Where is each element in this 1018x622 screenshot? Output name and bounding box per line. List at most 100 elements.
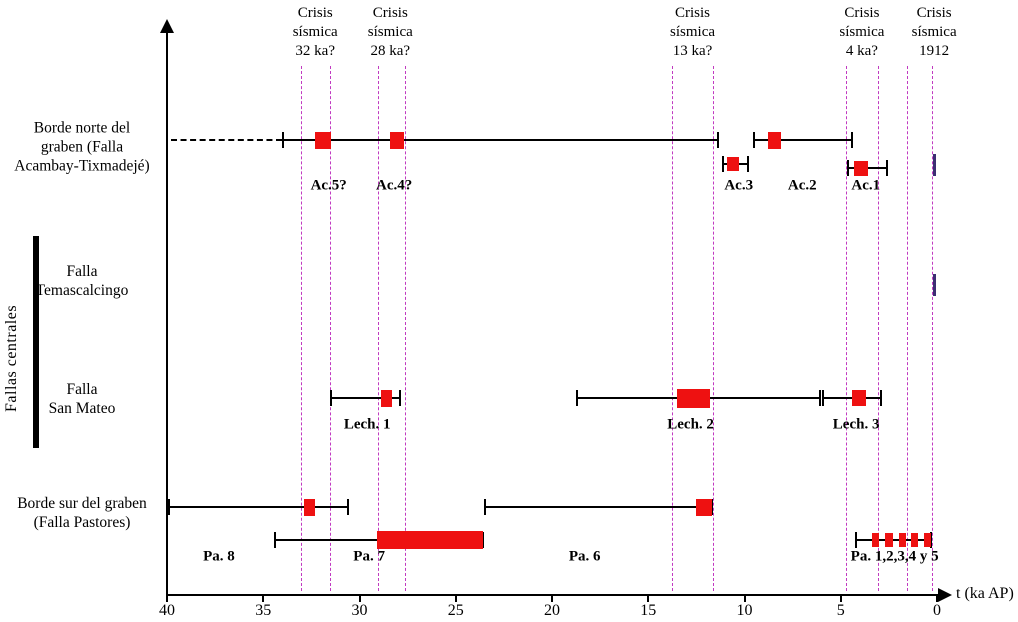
x-axis-tick-label: 15 <box>640 602 657 619</box>
bar-cap <box>273 532 276 548</box>
bar-cap <box>851 132 854 148</box>
event-box-1912 <box>933 154 937 176</box>
x-axis-tick <box>262 596 265 602</box>
crisis-dashed-line <box>672 66 674 591</box>
bar-cap <box>716 132 719 148</box>
central-faults-group-label: Fallas centrales <box>3 304 20 412</box>
uncertainty-bar <box>168 506 348 508</box>
x-axis-arrow-icon <box>938 588 952 602</box>
event-label: Ac.5? <box>310 177 347 194</box>
event-box-pa8 <box>303 498 316 516</box>
event-box-pa2 <box>911 533 918 547</box>
bar-cap <box>930 532 933 548</box>
bar-cap <box>329 390 332 406</box>
crisis-dashed-line <box>907 66 909 591</box>
x-axis-tick <box>936 596 938 602</box>
event-box-ac1 <box>854 160 868 176</box>
bar-cap <box>818 390 821 406</box>
bar-cap <box>722 156 725 172</box>
crisis-dashed-line <box>845 66 847 591</box>
bar-cap <box>481 532 484 548</box>
y-axis-line <box>166 32 168 596</box>
event-box-lech2 <box>677 388 710 408</box>
bar-cap <box>483 499 486 515</box>
uncertainty-bar <box>484 506 712 508</box>
bar-cap <box>398 390 401 406</box>
bar-cap <box>710 499 713 515</box>
event-label: Lech. 3 <box>832 416 880 433</box>
bar-cap <box>281 132 284 148</box>
uncertainty-bar <box>170 139 283 141</box>
event-box-ac4 <box>390 131 404 149</box>
crisis-dashed-line <box>878 66 880 591</box>
bar-cap <box>346 499 349 515</box>
event-label: Pa. 7 <box>353 548 385 565</box>
x-axis-tick <box>166 596 168 602</box>
central-faults-group-bar <box>33 236 39 448</box>
event-label: Pa. 8 <box>203 548 235 565</box>
bar-cap <box>747 156 750 172</box>
event-box-pa7 <box>376 531 483 549</box>
event-label: Lech. 2 <box>667 416 714 433</box>
event-box-pa3 <box>898 533 907 547</box>
x-axis-tick-label: 25 <box>447 602 464 619</box>
event-label: Ac.1 <box>851 177 881 194</box>
crisis-dashed-line <box>712 66 714 591</box>
bar-cap <box>847 160 850 176</box>
event-box-lech1 <box>380 389 393 407</box>
event-box-pa5 <box>871 533 880 547</box>
event-label: Ac.4? <box>376 177 413 194</box>
event-box-pa6 <box>696 498 712 516</box>
x-axis-tick-label: 0 <box>933 602 941 619</box>
x-axis-tick <box>358 596 361 602</box>
x-axis-tick <box>551 596 553 602</box>
crisis-dashed-line <box>932 66 934 591</box>
uncertainty-bar <box>754 139 853 141</box>
x-axis-tick <box>839 596 842 602</box>
event-box-lech3 <box>852 390 866 406</box>
x-axis-tick <box>454 596 457 602</box>
event-box-pa1 <box>923 533 932 547</box>
bar-cap <box>753 132 756 148</box>
event-label: Ac.3 <box>724 177 754 194</box>
y-axis-arrow-icon <box>160 19 174 33</box>
bar-cap <box>822 390 825 406</box>
uncertainty-bar <box>282 139 718 141</box>
x-axis-tick-label: 40 <box>159 602 175 619</box>
event-box-1912 <box>933 274 937 296</box>
event-box-ac2 <box>767 131 782 149</box>
uncertainty-bar <box>856 539 932 541</box>
x-axis-tick <box>743 596 746 602</box>
event-label: Ac.2 <box>787 177 817 194</box>
crisis-dashed-line <box>404 66 406 591</box>
x-axis-tick-label: 5 <box>836 602 845 619</box>
event-box-pa4 <box>885 533 893 547</box>
x-axis-line <box>166 594 940 596</box>
crisis-dashed-line <box>300 66 302 591</box>
bar-cap <box>885 160 888 176</box>
row-label-borde-sur: Borde sur del graben(Falla Pastores) <box>17 495 147 531</box>
bar-cap <box>880 390 883 406</box>
crisis-dashed-line <box>377 66 379 591</box>
x-axis-tick-label: 35 <box>255 602 272 619</box>
x-axis-tick-label: 10 <box>736 602 753 619</box>
event-box-ac5 <box>315 131 331 149</box>
bar-cap <box>167 499 170 515</box>
uncertainty-bar <box>848 167 887 169</box>
uncertainty-bar <box>330 397 400 399</box>
bar-cap <box>576 390 579 406</box>
x-axis-label: t (ka AP) <box>956 585 1014 602</box>
x-axis-tick <box>647 596 650 602</box>
event-label: Pa. 6 <box>568 548 601 565</box>
event-label: Lech. 1 <box>343 416 391 433</box>
bar-cap <box>855 532 858 548</box>
